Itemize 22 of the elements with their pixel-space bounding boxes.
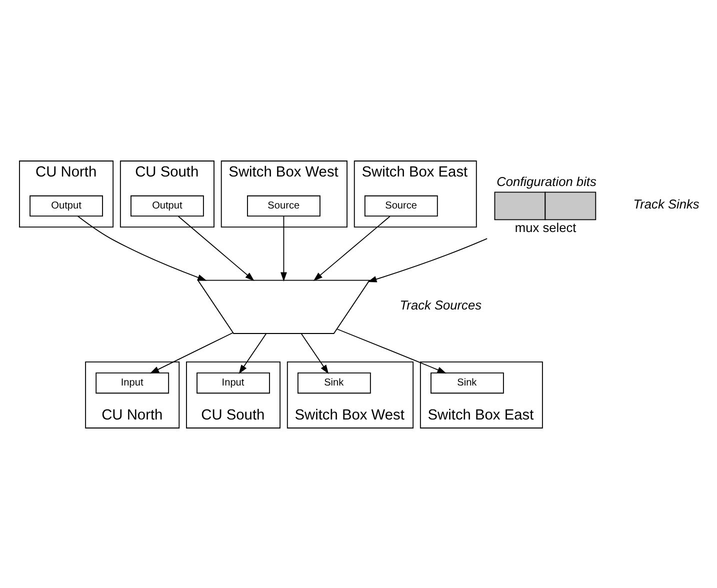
node-box: Input <box>196 372 270 394</box>
arrow <box>280 215 287 281</box>
label: Track Sinks <box>633 196 700 211</box>
node-box: Source <box>364 194 438 216</box>
arrow <box>178 215 254 280</box>
arrow <box>313 215 390 280</box>
node-box: Sink <box>430 372 504 394</box>
arrow <box>368 238 488 282</box>
arrow <box>77 215 207 280</box>
node-box: Source <box>247 194 320 216</box>
arrow <box>300 332 329 374</box>
arrow <box>238 332 267 374</box>
node-box: Output <box>30 194 103 216</box>
node-box: Sink <box>298 372 371 394</box>
node-trapezoid <box>197 279 370 334</box>
arrow <box>336 328 446 373</box>
node-label: mux select <box>514 219 576 234</box>
node-box: Input <box>96 372 170 394</box>
node-box: Output <box>130 194 204 216</box>
arrow <box>150 332 234 374</box>
node-label: Configuration bits <box>496 173 596 188</box>
label: Track Sources <box>400 296 482 312</box>
